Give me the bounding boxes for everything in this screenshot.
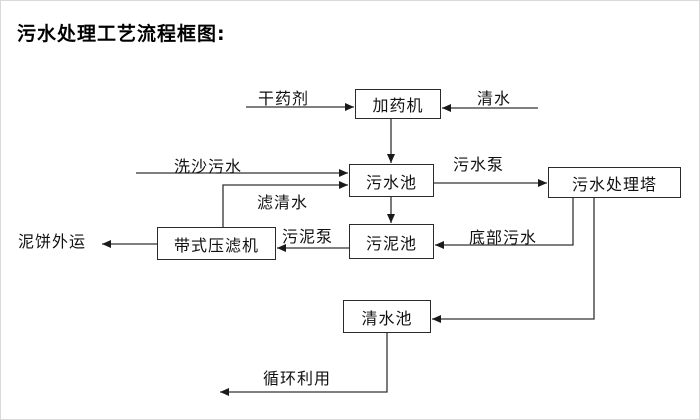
flow-label-clean-water: 清水 (477, 89, 512, 108)
node-dosing-machine: 加药机 (355, 89, 441, 119)
flow-label-sewage-pump: 污水泵 (453, 155, 505, 174)
flow-label-bottom-sewage: 底部污水 (469, 228, 538, 247)
node-clean-water-pool: 清水池 (343, 300, 431, 333)
node-clean-water-pool-label: 清水池 (361, 308, 413, 328)
node-sludge-pool-label: 污泥池 (365, 233, 417, 253)
arrow-filtered-water-to-sewage-pool (222, 181, 348, 227)
flow-label-sludge-pump: 污泥泵 (282, 227, 334, 246)
node-belt-filter-press: 带式压滤机 (157, 227, 276, 260)
flow-label-dry-chemical: 干药剂 (258, 89, 310, 108)
flow-label-filtered-water: 滤清水 (257, 193, 309, 212)
node-sewage-pool-label: 污水池 (365, 172, 417, 192)
page-title: 污水处理工艺流程框图: (17, 23, 226, 45)
arrow-clean-water-pool-to-recycle (220, 333, 388, 396)
node-sewage-pool: 污水池 (349, 164, 434, 197)
flow-label-mud-cake-out: 泥饼外运 (18, 232, 87, 251)
flow-label-sand-washing-sewage: 洗沙污水 (174, 157, 243, 176)
arrow-tower-to-clean-water-pool (432, 198, 595, 323)
node-sludge-pool: 污泥池 (349, 224, 434, 259)
node-treatment-tower: 污水处理塔 (548, 167, 681, 198)
node-treatment-tower-label: 污水处理塔 (571, 174, 657, 194)
node-belt-filter-press-label: 带式压滤机 (173, 235, 259, 255)
flow-label-recycle: 循环利用 (263, 369, 332, 388)
arrow-bottom-sewage-to-sludge-pool (435, 198, 574, 249)
node-dosing-machine-label: 加药机 (372, 96, 424, 115)
